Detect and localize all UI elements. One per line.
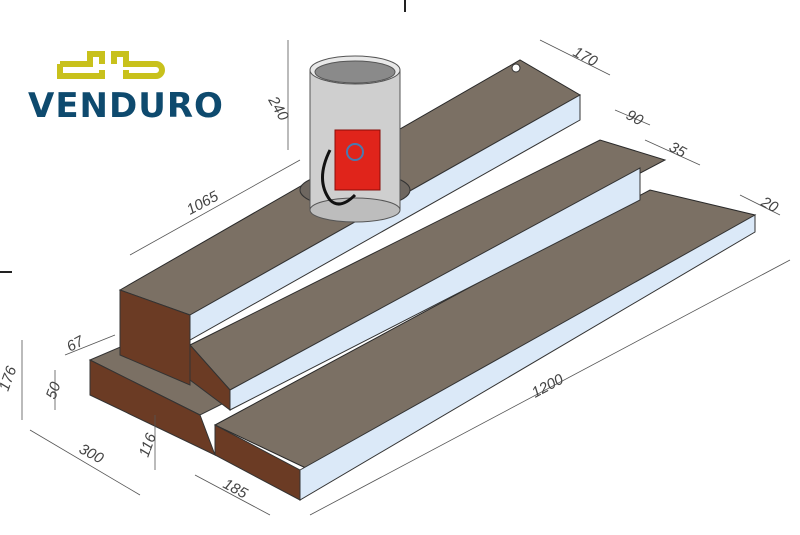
dim-step-depth: 90 <box>623 107 646 130</box>
venduro-logo: VENDURO <box>22 40 223 130</box>
dim-base-height: 116 <box>136 430 160 459</box>
logo-mark-icon <box>57 51 165 79</box>
dim-lower-height: 50 <box>43 379 65 401</box>
dim-step-offset: 67 <box>64 332 87 355</box>
dim-overall-depth: 300 <box>76 441 107 468</box>
dim-overall-height: 176 <box>0 363 21 393</box>
dim-top-depth: 170 <box>570 44 601 71</box>
damper-actuator <box>334 129 381 191</box>
dim-lip-depth: 35 <box>666 139 689 162</box>
logo-text: VENDURO <box>28 86 224 126</box>
dim-front-depth: 185 <box>220 476 251 503</box>
dim-front-edge: 20 <box>757 193 781 217</box>
dim-overall-length: 1200 <box>529 371 567 402</box>
